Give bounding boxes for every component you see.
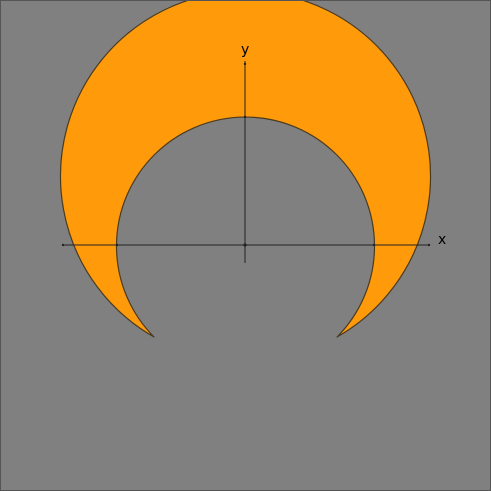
x-axis-inner-right-point — [372, 243, 376, 247]
y-axis-outer-top-point — [243, 62, 247, 66]
x-axis-outer-right-point — [427, 243, 431, 247]
x-axis-outer-left-point — [61, 243, 65, 247]
x-axis-label: x — [438, 232, 446, 248]
x-axis-inner-left-point — [115, 243, 119, 247]
horseshoe-ring — [59, 1, 432, 338]
y-axis-label: y — [241, 42, 249, 58]
y-axis-inner-top-point — [243, 115, 247, 119]
origin-point — [243, 243, 247, 247]
